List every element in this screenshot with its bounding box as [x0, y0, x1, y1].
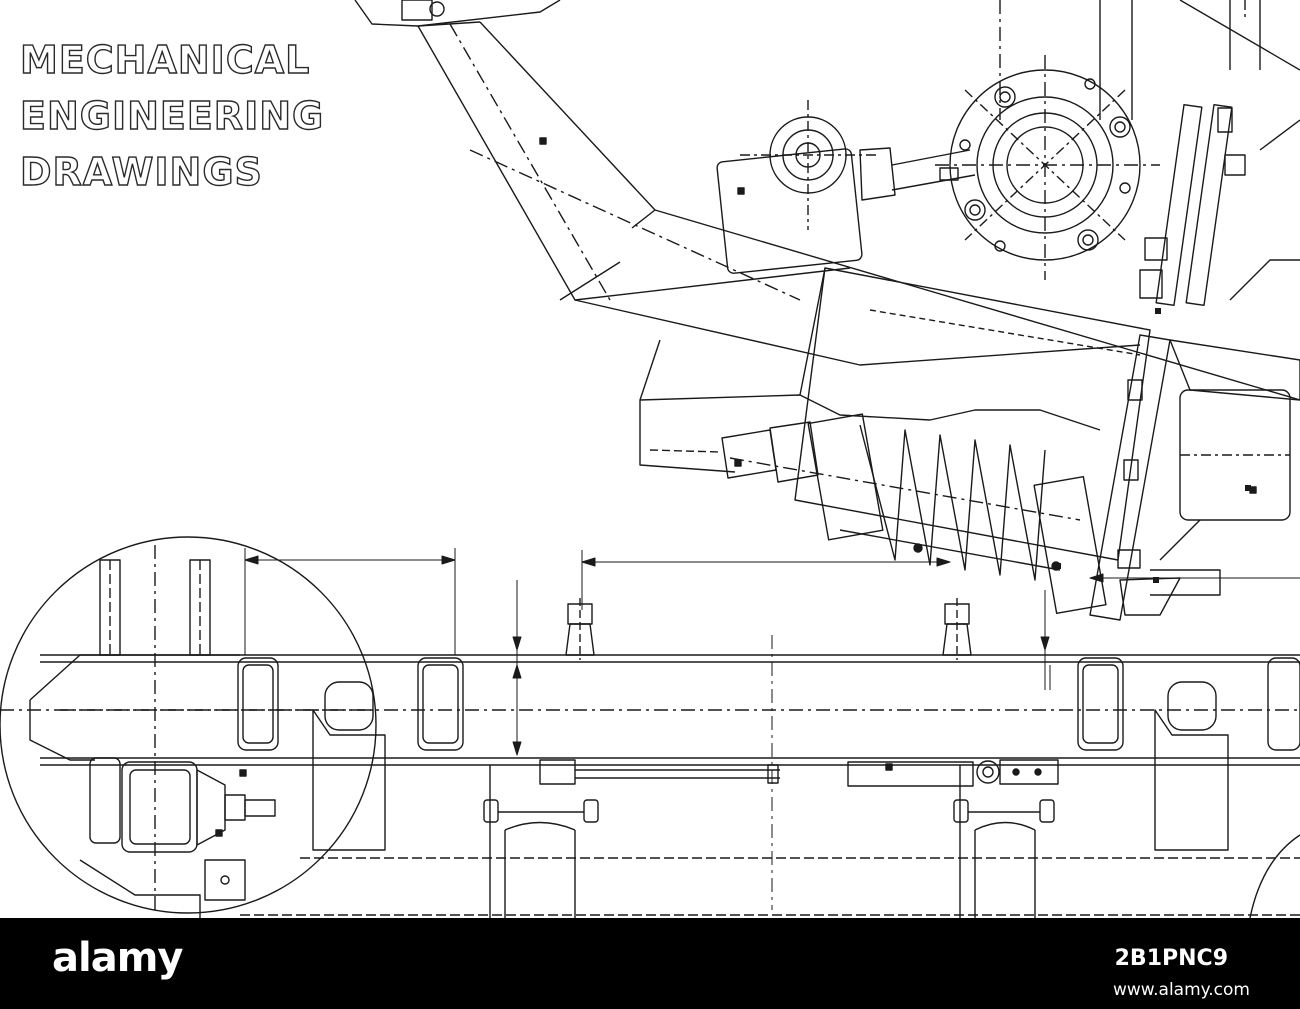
lower-cylinders: [483, 759, 1300, 919]
upper-right-structure: [999, 0, 1300, 301]
drawing-title: MECHANICAL ENGINEERING DRAWINGS: [19, 32, 325, 200]
stock-image-id: 2B1PNC9: [1114, 946, 1228, 971]
main-beam: [40, 598, 1300, 916]
technical-drawing: [0, 0, 1300, 919]
watermark-footer: [0, 918, 1300, 1009]
marker-dots: [1055, 308, 1251, 583]
actuator: [716, 100, 976, 274]
alamy-logo: alamy: [52, 935, 183, 981]
diagonal-frame: [354, 0, 1300, 401]
detail-callout-circle: [0, 536, 377, 918]
dimension-lines: [244, 548, 1300, 910]
footer-url: www.alamy.com: [1112, 980, 1250, 1000]
drawing-canvas: [0, 0, 1300, 919]
flange-valve: [935, 55, 1246, 306]
motor-housing: [639, 267, 1151, 561]
title-line-mechanical: MECHANICAL: [19, 37, 311, 82]
title-line-drawings: DRAWINGS: [19, 149, 263, 194]
bracket-plate: [1089, 334, 1300, 621]
title-line-engineering: ENGINEERING: [19, 93, 325, 138]
spring-assembly: [721, 413, 1107, 615]
